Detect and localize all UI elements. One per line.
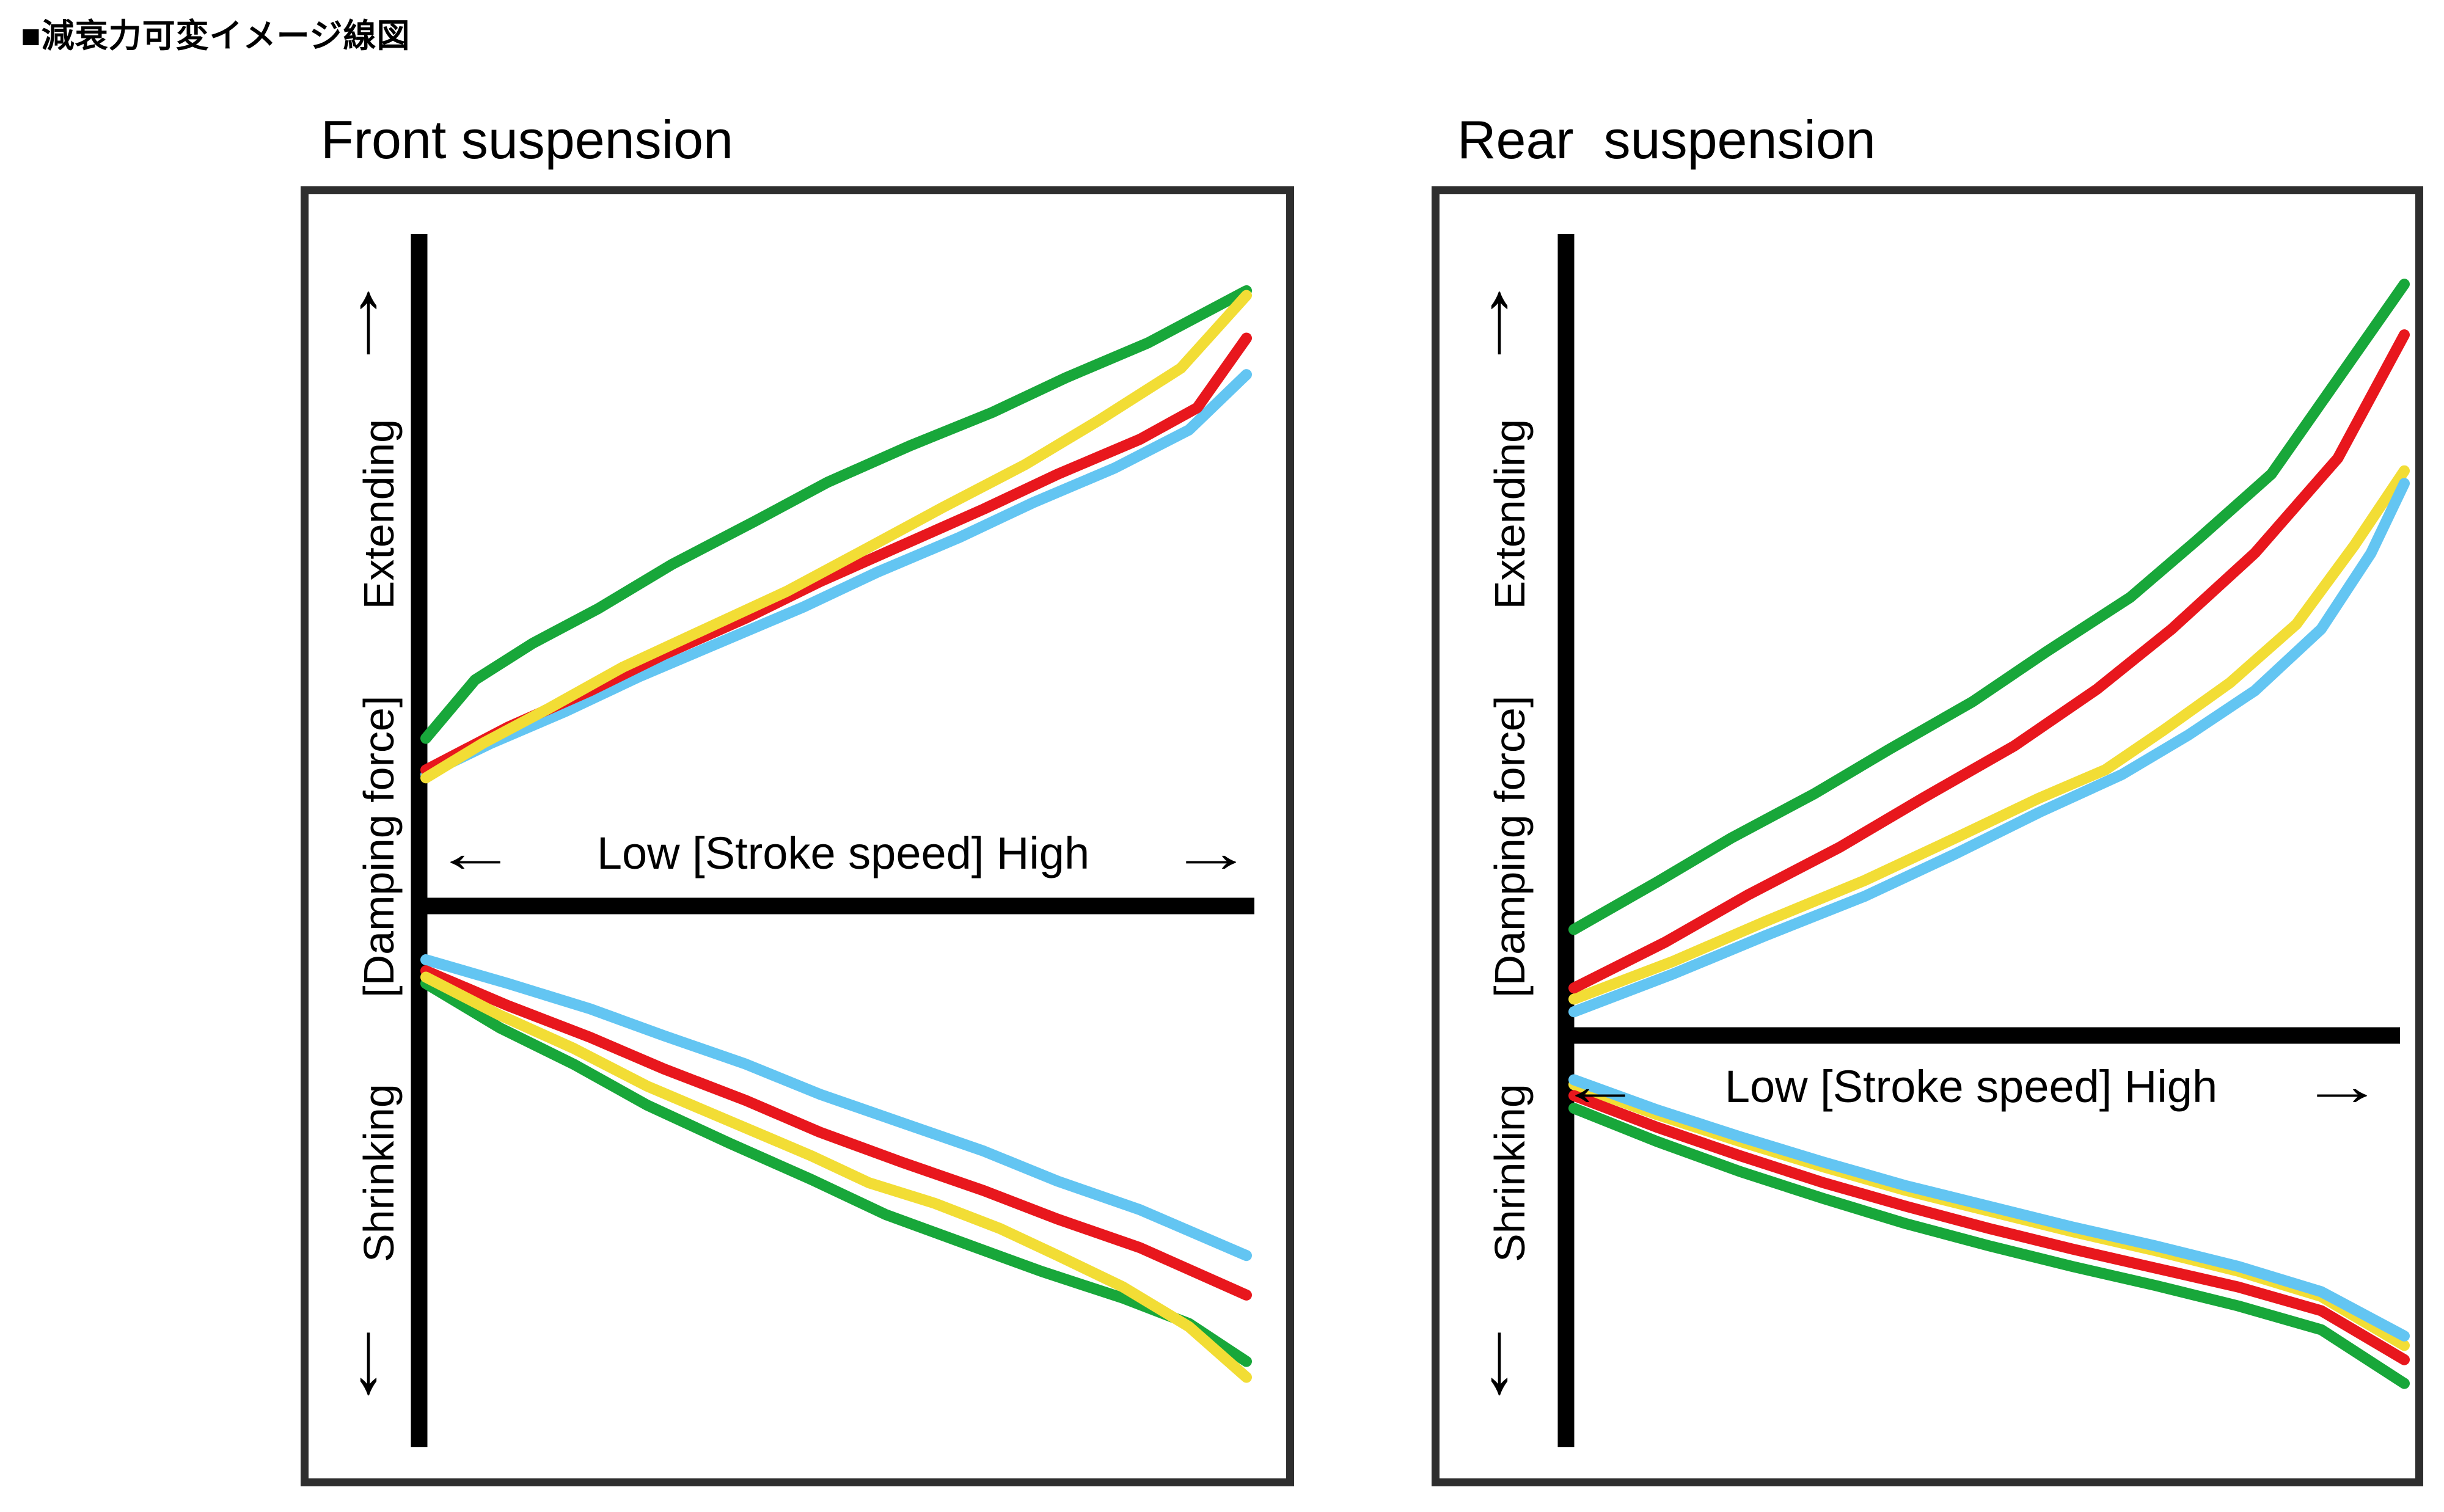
- rear-suspension-chart: [1557, 234, 2410, 1447]
- page-title: ■減衰力可変イメージ線図: [21, 18, 411, 54]
- rear-x-axis-label: ← Low [Stroke speed] High →: [1558, 1050, 2384, 1123]
- green-shrinking-curve: [420, 977, 1252, 1367]
- front-chart-title: Front suspension: [321, 109, 734, 170]
- blue-extending-curve: [1568, 478, 2410, 1018]
- high-right-arrow-icon: →: [2300, 1055, 2384, 1117]
- blue-shrinking-curve: [420, 954, 1252, 1262]
- red-shrinking-curve: [1568, 1090, 2410, 1365]
- front-stroke-speed-label: Low [Stroke speed] High: [596, 827, 1090, 878]
- shrinking-down-arrow-icon: ↓: [351, 1296, 386, 1415]
- green-extending-curve: [1568, 279, 2410, 935]
- yellow-extending-curve: [420, 290, 1252, 784]
- front-x-axis-label: ← Low [Stroke speed] High →: [433, 816, 1253, 889]
- front-suspension-panel: ↑ Shrinking [Damping force] Extending ↓ …: [301, 186, 1294, 1486]
- green-extending-curve: [420, 285, 1252, 744]
- shrinking-down-arrow-icon: ↓: [1482, 1296, 1517, 1415]
- rear-suspension-panel: ↑ Shrinking [Damping force] Extending ↓ …: [1432, 186, 2423, 1486]
- rear-y-axis-label: Shrinking [Damping force] Extending: [1482, 419, 1538, 1262]
- red-shrinking-curve: [420, 965, 1252, 1301]
- red-extending-curve: [1568, 329, 2410, 994]
- extending-up-arrow-icon: ↑: [351, 255, 386, 374]
- y-label-extending: Extending: [355, 419, 403, 610]
- y-label-shrinking: Shrinking: [355, 1084, 403, 1262]
- y-label-damping-force: [Damping force]: [1486, 695, 1534, 998]
- extending-up-arrow-icon: ↑: [1482, 255, 1517, 374]
- low-left-arrow-icon: ←: [1558, 1055, 1642, 1117]
- yellow-extending-curve: [1568, 465, 2410, 1005]
- yellow-shrinking-curve: [420, 971, 1252, 1383]
- low-left-arrow-icon: ←: [433, 822, 518, 883]
- front-y-axis-label: Shrinking [Damping force] Extending: [351, 419, 407, 1262]
- y-label-extending: Extending: [1486, 419, 1534, 610]
- y-label-damping-force: [Damping force]: [355, 695, 403, 998]
- y-label-shrinking: Shrinking: [1486, 1084, 1534, 1262]
- green-shrinking-curve: [1568, 1103, 2410, 1389]
- rear-chart-title: Rear suspension: [1457, 109, 1876, 170]
- rear-stroke-speed-label: Low [Stroke speed] High: [1724, 1061, 2218, 1112]
- high-right-arrow-icon: →: [1169, 822, 1253, 883]
- blue-extending-curve: [420, 369, 1252, 781]
- blue-shrinking-curve: [1568, 1074, 2410, 1342]
- front-suspension-chart: [411, 234, 1254, 1447]
